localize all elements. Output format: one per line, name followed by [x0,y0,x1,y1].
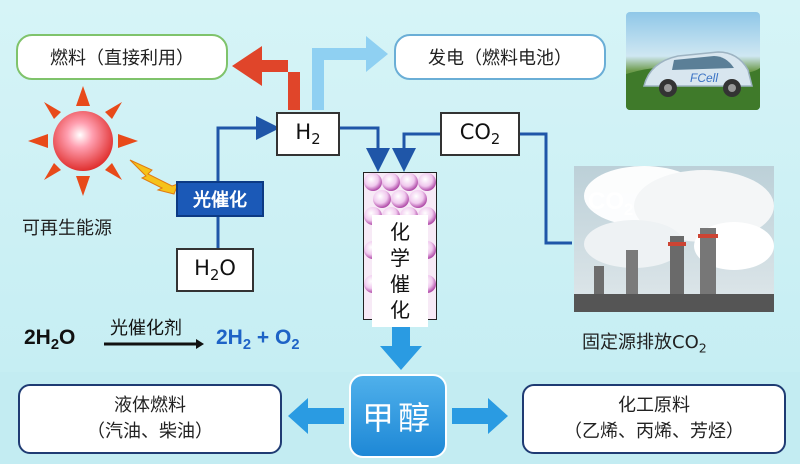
equation-right: 2H2 + O2 [216,326,300,354]
fixed-source-label: 固定源排放CO2 [582,332,707,356]
line-co2-to-reactor [392,132,440,172]
catalyst-bead [382,173,400,191]
reactor-char: 化 [390,298,410,322]
power-gen-box: 发电（燃料电池） [394,34,606,80]
chem-feedstock-title: 化工原料 [618,395,690,416]
liquid-fuel-title: 液体燃料 [114,395,186,416]
chem-feedstock-box: 化工原料 （乙烯、丙烯、芳烃） [522,384,786,454]
blue-arrow-to-power [312,36,388,110]
arrow-reactor-to-methanol [380,322,422,370]
reactor-char: 学 [390,246,410,270]
catalyst-bead [409,190,427,208]
line-photocat-to-h2 [216,116,280,181]
fuel-cell-car-photo: FCell [626,12,760,110]
car-badge-text: FCell [690,71,718,85]
factory-photo: CO2 [574,166,774,312]
h2o-box: H2O [176,248,254,292]
methanol-label: 甲醇 [361,399,434,437]
reactor-char: 化 [390,220,410,244]
h2-h: H [295,119,312,144]
fuel-direct-box: 燃料（直接利用） [16,34,228,80]
liquid-fuel-sub: （汽油、柴油） [87,421,213,442]
co2-sub: 2 [490,131,501,149]
red-arrow-to-fuel [232,46,300,110]
catalyst-bead [364,173,382,191]
catalyst-bead [373,190,391,208]
arrow-methanol-to-liquid [288,398,344,434]
reactor-label: 化 学 催 化 [372,215,428,327]
renewable-label: 可再生能源 [22,218,112,239]
h2-sub: 2 [311,131,321,149]
methanol-box: 甲醇 [349,374,447,458]
line-h2-to-reactor [340,126,390,172]
equation-arrow-icon [104,339,204,349]
reactor-char: 催 [390,272,410,296]
power-gen-label: 发电（燃料电池） [428,48,572,69]
arrow-methanol-to-chem [452,398,508,434]
liquid-fuel-box: 液体燃料 （汽油、柴油） [18,384,282,454]
photocatalysis-label: 光催化 [193,190,247,211]
equation-left: 2H2O [24,326,76,354]
chem-feedstock-sub: （乙烯、丙烯、芳烃） [564,421,744,442]
catalyst-bead [400,173,418,191]
fuel-direct-label: 燃料（直接利用） [50,48,194,69]
h2o-h: H [194,255,210,280]
line-factory-to-co2 [520,132,572,245]
sun-icon [28,86,138,196]
equation-catalyst: 光催化剂 [110,318,182,339]
co2-box: CO2 [440,112,520,156]
h2o-sub: 2 [209,267,220,285]
h2o-o: O [219,255,236,280]
catalyst-bead [418,173,436,191]
lightning-icon [129,159,179,195]
factory-co2-label: CO2 [588,188,634,219]
equation: 2H2O 光催化剂 2H2 + O2 [24,318,384,360]
catalyst-bead [391,190,409,208]
h2-box: H2 [276,112,340,156]
co2-co: CO [459,119,491,144]
photocatalysis-box: 光催化 [176,181,264,217]
